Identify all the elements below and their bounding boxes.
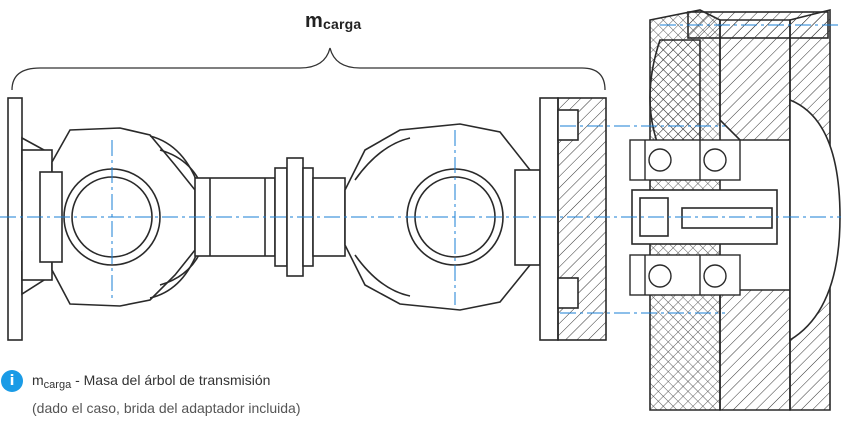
- mass-bracket: [11, 47, 606, 91]
- adapter-flange: [539, 97, 607, 341]
- info-icon-glyph: i: [9, 373, 15, 389]
- info-subscript: carga: [43, 379, 72, 391]
- mass-subscript: carga: [322, 16, 362, 32]
- info-icon: i: [1, 370, 23, 392]
- mass-symbol: m: [305, 10, 323, 32]
- bearing-top: [629, 139, 741, 181]
- info-description: mcarga - Masa del árbol de transmisión: [32, 372, 271, 391]
- bearing-bottom: [629, 254, 741, 296]
- info-symbol: m: [32, 372, 44, 388]
- mass-label: mcarga: [305, 10, 361, 33]
- info-note: (dado el caso, brida del adaptador inclu…: [32, 400, 301, 416]
- info-text: - Masa del árbol de transmisión: [71, 372, 271, 388]
- centerlines: [0, 24, 841, 314]
